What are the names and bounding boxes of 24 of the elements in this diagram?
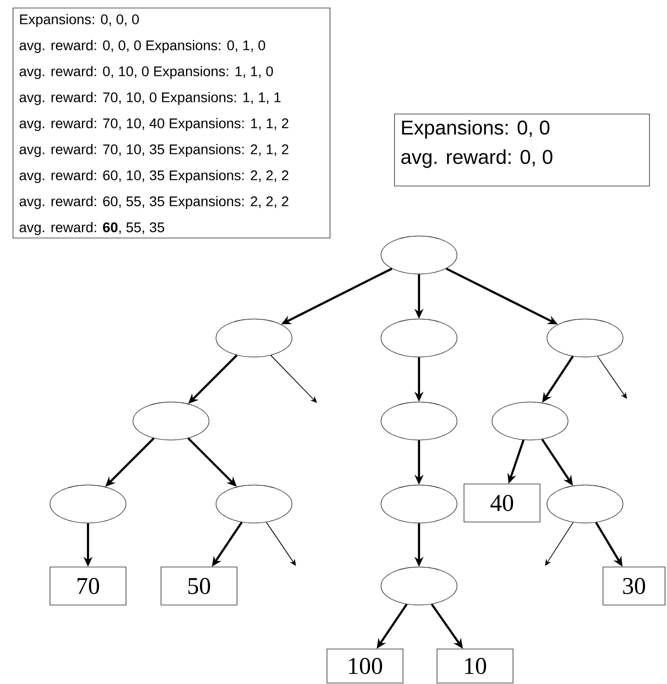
tree-node [492,402,568,440]
arrow [266,522,296,566]
leaf-box: 30 [602,566,666,606]
tree-node [380,566,458,606]
tree-node [380,318,458,358]
arrow [597,356,627,399]
arrow [270,354,317,403]
leaf-box: 50 [160,566,238,606]
arrow [545,522,574,566]
leaf-box: 10 [436,648,514,684]
tree-node [216,318,292,358]
tree-node [50,484,126,524]
tree-node [380,236,458,274]
leaf-box: 100 [326,648,404,684]
tree-node [380,402,458,440]
leaf-box: 70 [50,566,126,606]
text-box: Expansions: 0, 0 avg. reward: 0, 0 [394,114,650,186]
leaf-box: 40 [464,484,540,522]
text-box: Expansions: 0, 0, 0 avg. reward: 0, 0, 0 Expansions: 0, 1, 0 avg. reward: 0, 10, 0 Expansions: 1, 1, 0 avg. reward: 70, 10, 0 Expansions: 1, 1, 1 avg. reward: 70, 10, 40 Expansions: 1, 1, 2 avg. reward: 70, 10, 35 Expansions: 2, 1, 2 avg. reward: 60, 10, 35 Expansions: 2, 2, 2 avg. reward: 60, 55, 35 Expansions: 2, 2, 2 avg. reward: 60, 55, 35 [12,8,330,238]
tree-node [546,318,624,358]
tree-node [546,484,624,524]
tree-node [132,402,210,440]
tree-node [216,484,292,524]
tree-node [380,484,458,524]
